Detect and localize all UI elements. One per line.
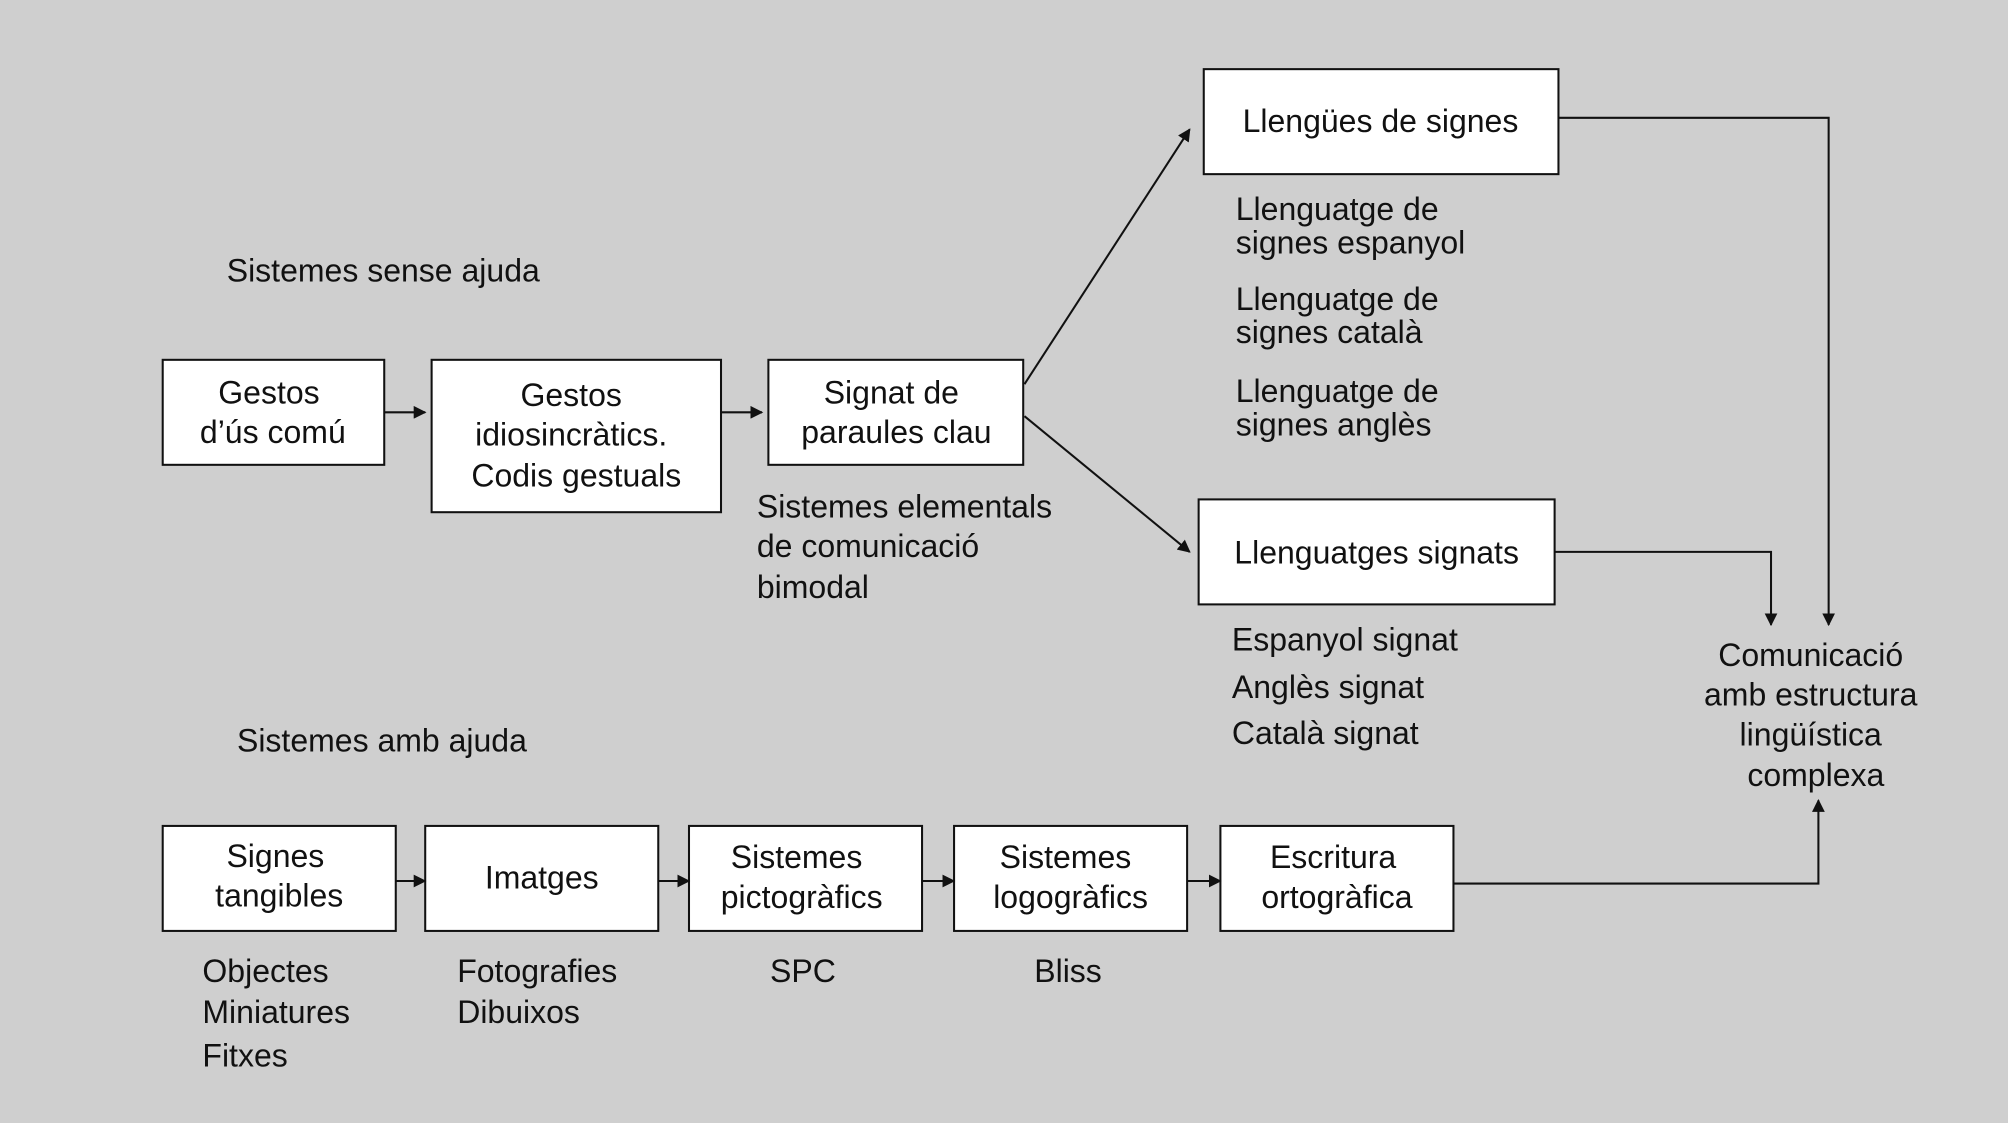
svg-text:Llenguatge de: Llenguatge de <box>1236 281 1439 317</box>
svg-text:Anglès signat: Anglès signat <box>1232 669 1424 705</box>
svg-text:tangibles: tangibles <box>215 878 343 914</box>
signed-language-examples: Espanyol signat Anglès signat Català sig… <box>1232 621 1458 750</box>
arrow-icon <box>1023 128 1191 385</box>
box-pictographic-systems: Sistemes pictogràfics SPC <box>687 824 924 989</box>
svg-text:Signes: Signes <box>226 838 324 874</box>
svg-text:Bliss: Bliss <box>1034 953 1102 989</box>
heading-unaided: Sistemes sense ajuda <box>227 253 540 289</box>
svg-text:signes espanyol: signes espanyol <box>1236 225 1465 261</box>
box-tangible-signs: Signes tangibles Objectes Miniatures Fit… <box>161 824 397 1074</box>
svg-text:Llenguatges signats: Llenguatges signats <box>1234 534 1519 570</box>
svg-text:Escritura: Escritura <box>1270 839 1396 875</box>
svg-text:Dibuixos: Dibuixos <box>457 994 580 1030</box>
box-keyword-signing: Signat de paraules clau <box>767 358 1025 466</box>
svg-text:Espanyol signat: Espanyol signat <box>1232 621 1458 657</box>
box-idiosyncratic-gestures: Gestos idiosincràtics. Codis gestuals <box>430 358 723 514</box>
svg-text:Sistemes: Sistemes <box>1000 839 1132 875</box>
svg-text:Sistemes: Sistemes <box>731 839 863 875</box>
svg-text:lingüística: lingüística <box>1740 716 1883 752</box>
svg-text:Llengües de signes: Llengües de signes <box>1243 103 1519 139</box>
svg-text:Miniatures: Miniatures <box>202 994 350 1030</box>
svg-text:Objectes: Objectes <box>202 953 328 989</box>
box-common-gestures: Gestos d’ús comú <box>161 358 386 466</box>
svg-text:Comunicació: Comunicació <box>1718 637 1903 673</box>
target-complex-communication: Comunicació amb estructura lingüística c… <box>1704 637 1918 793</box>
box-sign-languages: Llengües de signes <box>1202 68 1560 176</box>
svg-text:Fotografies: Fotografies <box>457 953 617 989</box>
sign-language-examples: Llenguatge de signes espanyol Llenguatge… <box>1236 191 1465 442</box>
svg-text:Llenguatge de: Llenguatge de <box>1236 373 1439 409</box>
svg-text:d’ús comú: d’ús comú <box>200 414 346 450</box>
svg-text:de comunicació: de comunicació <box>757 528 979 564</box>
arrow-icon <box>1554 550 1778 627</box>
arrows <box>384 116 1836 888</box>
svg-text:signes anglès: signes anglès <box>1236 406 1432 442</box>
svg-text:SPC: SPC <box>770 953 836 989</box>
box-logographic-systems: Sistemes logogràfics Bliss <box>953 824 1189 989</box>
svg-text:signes català: signes català <box>1236 314 1423 350</box>
svg-text:idiosincràtics.: idiosincràtics. <box>475 417 667 453</box>
svg-text:Signat de: Signat de <box>824 374 959 410</box>
svg-text:Sistemes elementals: Sistemes elementals <box>757 488 1052 524</box>
svg-text:amb estructura: amb estructura <box>1704 677 1918 713</box>
svg-text:Codis gestuals: Codis gestuals <box>471 458 681 494</box>
arrow-icon <box>1453 799 1825 885</box>
svg-text:pictogràfics: pictogràfics <box>721 879 883 915</box>
svg-text:ortogràfica: ortogràfica <box>1261 879 1412 915</box>
svg-text:Fitxes: Fitxes <box>202 1038 287 1074</box>
box-orthographic-writing: Escritura ortogràfica <box>1219 824 1455 932</box>
bimodal-note: Sistemes elementals de comunicació bimod… <box>757 488 1052 605</box>
svg-text:paraules clau: paraules clau <box>801 414 991 450</box>
svg-text:Imatges: Imatges <box>485 860 599 896</box>
svg-text:complexa: complexa <box>1747 757 1884 793</box>
box-signed-languages: Llenguatges signats <box>1197 498 1556 606</box>
svg-text:Gestos: Gestos <box>218 374 319 410</box>
svg-text:bimodal: bimodal <box>757 569 869 605</box>
svg-text:Català signat: Català signat <box>1232 715 1419 751</box>
svg-text:Gestos: Gestos <box>521 377 622 413</box>
arrow-icon <box>1558 116 1836 627</box>
svg-text:Llenguatge de: Llenguatge de <box>1236 191 1439 227</box>
svg-text:logogràfics: logogràfics <box>993 879 1148 915</box>
arrow-icon <box>1023 415 1191 553</box>
heading-aided: Sistemes amb ajuda <box>237 723 527 759</box>
box-images: Imatges Fotografies Dibuixos <box>424 824 660 1030</box>
